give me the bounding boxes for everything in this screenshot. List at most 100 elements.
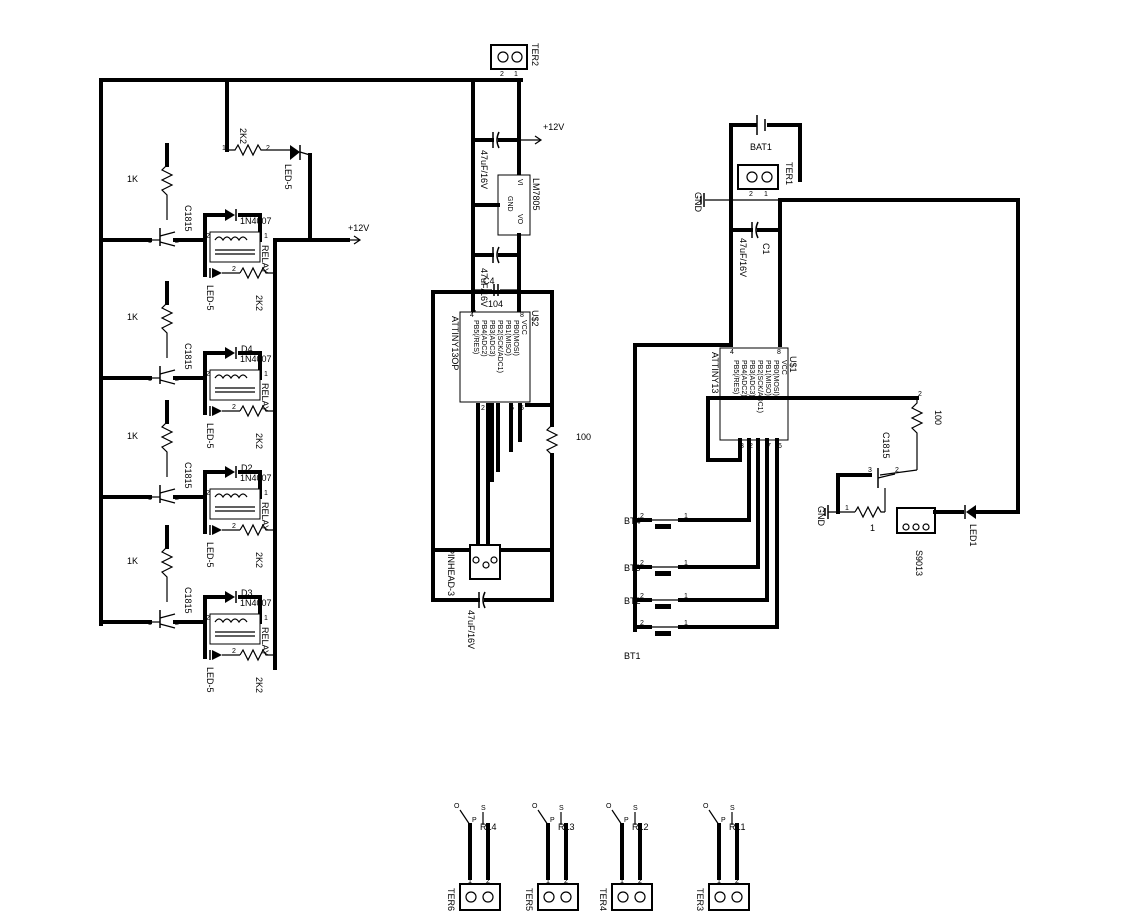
diode-label: 1N4007 [240,473,272,483]
keypad-mcu-section: BAT1 TER1 2 1 GND C1 47uF/16V U$1 ATTINY… [624,115,1020,661]
transistor-label: C1815 [183,587,193,614]
svg-text:47uF/16V: 47uF/16V [738,238,748,277]
svg-text:1: 1 [684,560,688,567]
led-label: LED-5 [205,285,215,311]
transistor-label: C1815 [183,462,193,489]
ic-pin-label: PB3(ADC3) [748,360,755,397]
svg-text:47uF/16V: 47uF/16V [479,150,489,189]
svg-text:2: 2 [640,620,644,627]
svg-text:O: O [606,803,612,810]
svg-text:2: 2 [481,405,485,412]
svg-text:S: S [633,805,638,812]
lm7805-label: LM7805 [531,178,541,211]
ic-pin-label: PB5(/RES) [732,360,739,394]
svg-text:6: 6 [510,405,514,412]
ic-pin-label: VCC [780,360,787,375]
svg-text:100: 100 [576,432,591,442]
led-label: LED-5 [205,667,215,693]
svg-text:2: 2 [500,71,504,78]
svg-text:3: 3 [740,443,744,450]
svg-text:3: 3 [148,238,152,245]
terminal-label: TER6 [446,888,456,911]
svg-text:3: 3 [868,467,872,474]
relay-label: RELAY [260,383,270,412]
pinhead-label: PINHEAD-3 [446,548,456,596]
relay-label: RELAY [260,627,270,656]
attiny13-right-label: ATTINY13 [710,352,720,393]
svg-text:47uF/16V: 47uF/16V [479,268,489,307]
svg-text:8: 8 [520,312,524,319]
svg-text:P: P [550,817,555,824]
svg-text:2: 2 [749,191,753,198]
attiny13-left-label: ATTINY13OP [450,316,460,370]
ic-pin-label: PB1(MISO) [764,360,771,396]
svg-text:1: 1 [264,615,268,622]
svg-text:2: 2 [232,404,236,411]
svg-text:1: 1 [264,233,268,240]
svg-text:1: 1 [620,878,624,885]
plus12v-label-center: +12V [543,122,564,132]
svg-text:C1: C1 [761,243,771,255]
svg-text:2: 2 [206,490,210,497]
svg-text:GND: GND [816,506,826,527]
svg-text:2: 2 [232,266,236,273]
svg-text:2: 2 [640,593,644,600]
svg-text:2: 2 [232,523,236,530]
base-resistor-label: 1K [127,312,138,322]
svg-text:GND: GND [693,192,703,213]
ter1-label: TER1 [784,162,794,185]
plus12v-label-left: +12V [348,223,369,233]
svg-text:7: 7 [767,443,771,450]
diode-label: 1N4007 [240,354,272,364]
svg-text:1: 1 [764,191,768,198]
svg-text:2: 2 [918,391,922,398]
base-resistor-label: 1K [127,174,138,184]
diode-ref-label: D4 [241,344,253,354]
ic1-label: U$1 [788,356,798,373]
transistor-label: C1815 [183,343,193,370]
svg-text:2: 2 [895,467,899,474]
svg-text:2: 2 [206,371,210,378]
ic-pin-label: PB2(SCK/ADC1) [756,360,763,413]
svg-text:2: 2 [640,513,644,520]
svg-text:O: O [454,803,460,810]
svg-text:3: 3 [148,620,152,627]
ic2-label: U$2 [530,310,540,327]
top-indicator-led: LED-5 [283,145,311,190]
svg-text:2: 2 [266,145,270,152]
svg-text:1: 1 [684,620,688,627]
led-resistor-label: 2K2 [254,552,264,568]
svg-text:GND: GND [506,196,513,212]
svg-text:1: 1 [514,71,518,78]
svg-text:S: S [730,805,735,812]
button-label: BT1 [624,651,641,661]
svg-text:5: 5 [520,405,524,412]
ic-pin-label: PB5(/RES) [472,320,479,354]
power-supply-section: TER2 2 1 +12V 47uF/16V VI GND VO LM7805 … [431,43,591,649]
transistor-label: C1815 [183,205,193,232]
ic-pin-label: PB3(ADC3) [488,320,495,357]
svg-text:1: 1 [717,878,721,885]
svg-text:C4: C4 [483,276,495,286]
diode-label: 1N4007 [240,598,272,608]
button-label: BT3 [624,563,641,573]
svg-text:1: 1 [546,878,550,885]
ter2-label: TER2 [530,43,540,66]
ic-pin-label: PB4(ADC2) [480,320,487,357]
svg-text:4: 4 [470,312,474,319]
svg-text:4: 4 [730,349,734,356]
diode-ref-label: D2 [241,463,253,473]
svg-text:P: P [472,817,477,824]
diode-label: 1N4007 [240,216,272,226]
svg-text:LED-5: LED-5 [283,164,293,190]
svg-text:2: 2 [640,560,644,567]
